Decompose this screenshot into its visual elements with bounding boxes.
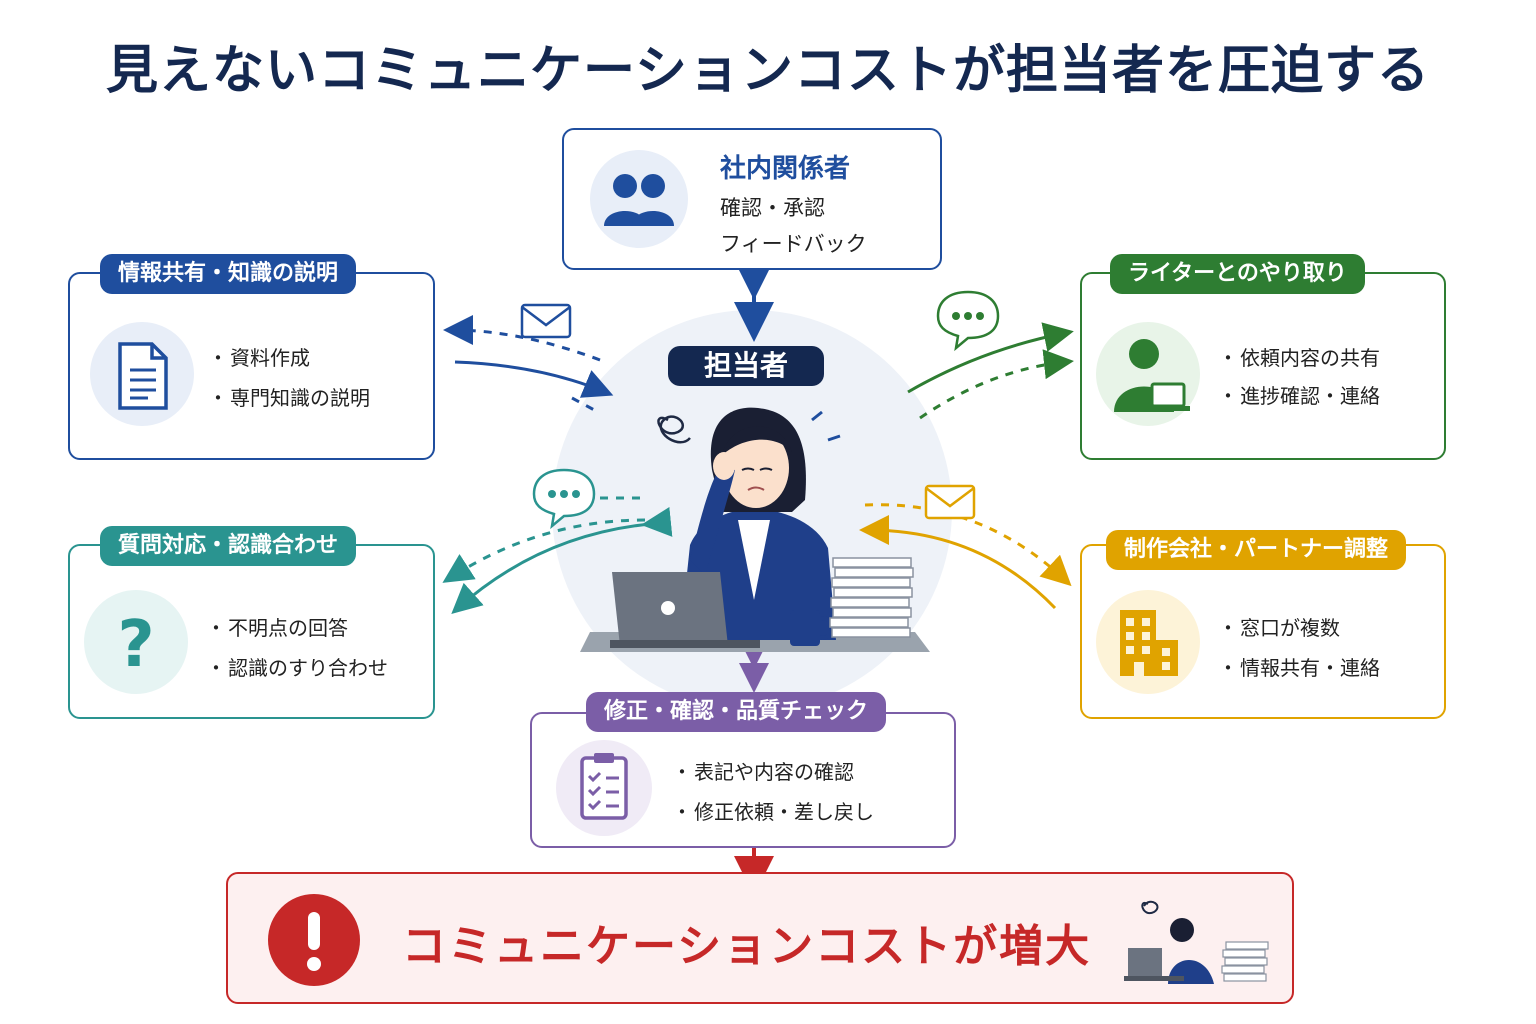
- overwhelmed-worker-icon: [1124, 892, 1274, 996]
- node-check-title: 修正・確認・品質チェック: [586, 692, 887, 732]
- arrow-writer-in: [919, 349, 1074, 420]
- page-title: 見えないコミュニケーションコストが担当者を圧迫する: [106, 41, 1430, 101]
- envelope-icon: [520, 303, 572, 339]
- question-icon: ?: [84, 590, 188, 694]
- node-writer: ・依頼内容の共有 ・進捗確認・連絡: [1080, 272, 1446, 460]
- node-info-title: 情報共有・知識の説明: [100, 254, 357, 294]
- arrow-info-in: [454, 360, 614, 398]
- node-internal-title: 社内関係者: [720, 154, 851, 184]
- node-partner-item: ・窓口が複数: [1218, 616, 1340, 640]
- chat-bubble-icon: [936, 290, 1000, 352]
- person-laptop-icon: [1096, 322, 1200, 426]
- result-box: コミュニケーションコストが増大: [226, 872, 1294, 1004]
- node-internal: 社内関係者 確認・承認 フィードバック: [562, 128, 942, 270]
- building-icon: [1096, 590, 1200, 694]
- svg-text:?: ?: [117, 608, 154, 682]
- stressed-worker-illustration: [580, 407, 930, 652]
- exclamation-icon: [268, 894, 360, 986]
- node-qa-item: ・認識のすり合わせ: [206, 656, 388, 680]
- node-partner-title: 制作会社・パートナー調整: [1106, 530, 1407, 570]
- node-internal-item: 確認・承認: [720, 196, 825, 220]
- result-text: コミュニケーションコストが増大: [402, 921, 1092, 972]
- node-info-item: ・資料作成: [208, 346, 310, 370]
- arrow-qa-in: [451, 506, 673, 614]
- node-check-item: ・修正依頼・差し戻し: [672, 800, 874, 824]
- node-writer-item: ・進捗確認・連絡: [1218, 384, 1380, 408]
- node-internal-item: フィードバック: [720, 232, 867, 256]
- document-icon: [90, 322, 194, 426]
- node-check-item: ・表記や内容の確認: [672, 760, 854, 784]
- node-info: ・資料作成 ・専門知識の説明: [68, 272, 435, 460]
- node-qa-title: 質問対応・認識合わせ: [100, 526, 357, 566]
- chat-bubble-icon: [532, 468, 596, 530]
- arrow-partner-in: [859, 515, 1057, 610]
- clipboard-icon: [556, 740, 652, 836]
- center-label: 担当者: [668, 346, 825, 386]
- node-writer-title: ライターとのやり取り: [1110, 254, 1365, 294]
- node-partner: ・窓口が複数 ・情報共有・連絡: [1080, 544, 1446, 719]
- node-qa: ? ・不明点の回答 ・認識のすり合わせ: [68, 544, 435, 719]
- envelope-icon: [924, 484, 976, 520]
- node-writer-item: ・依頼内容の共有: [1218, 346, 1380, 370]
- arrow-writer-out: [907, 322, 1074, 394]
- node-qa-item: ・不明点の回答: [206, 616, 348, 640]
- people-icon: [590, 150, 688, 248]
- node-info-item: ・専門知識の説明: [208, 386, 370, 410]
- node-check: ・表記や内容の確認 ・修正依頼・差し戻し: [530, 712, 956, 848]
- node-partner-item: ・情報共有・連絡: [1218, 656, 1380, 680]
